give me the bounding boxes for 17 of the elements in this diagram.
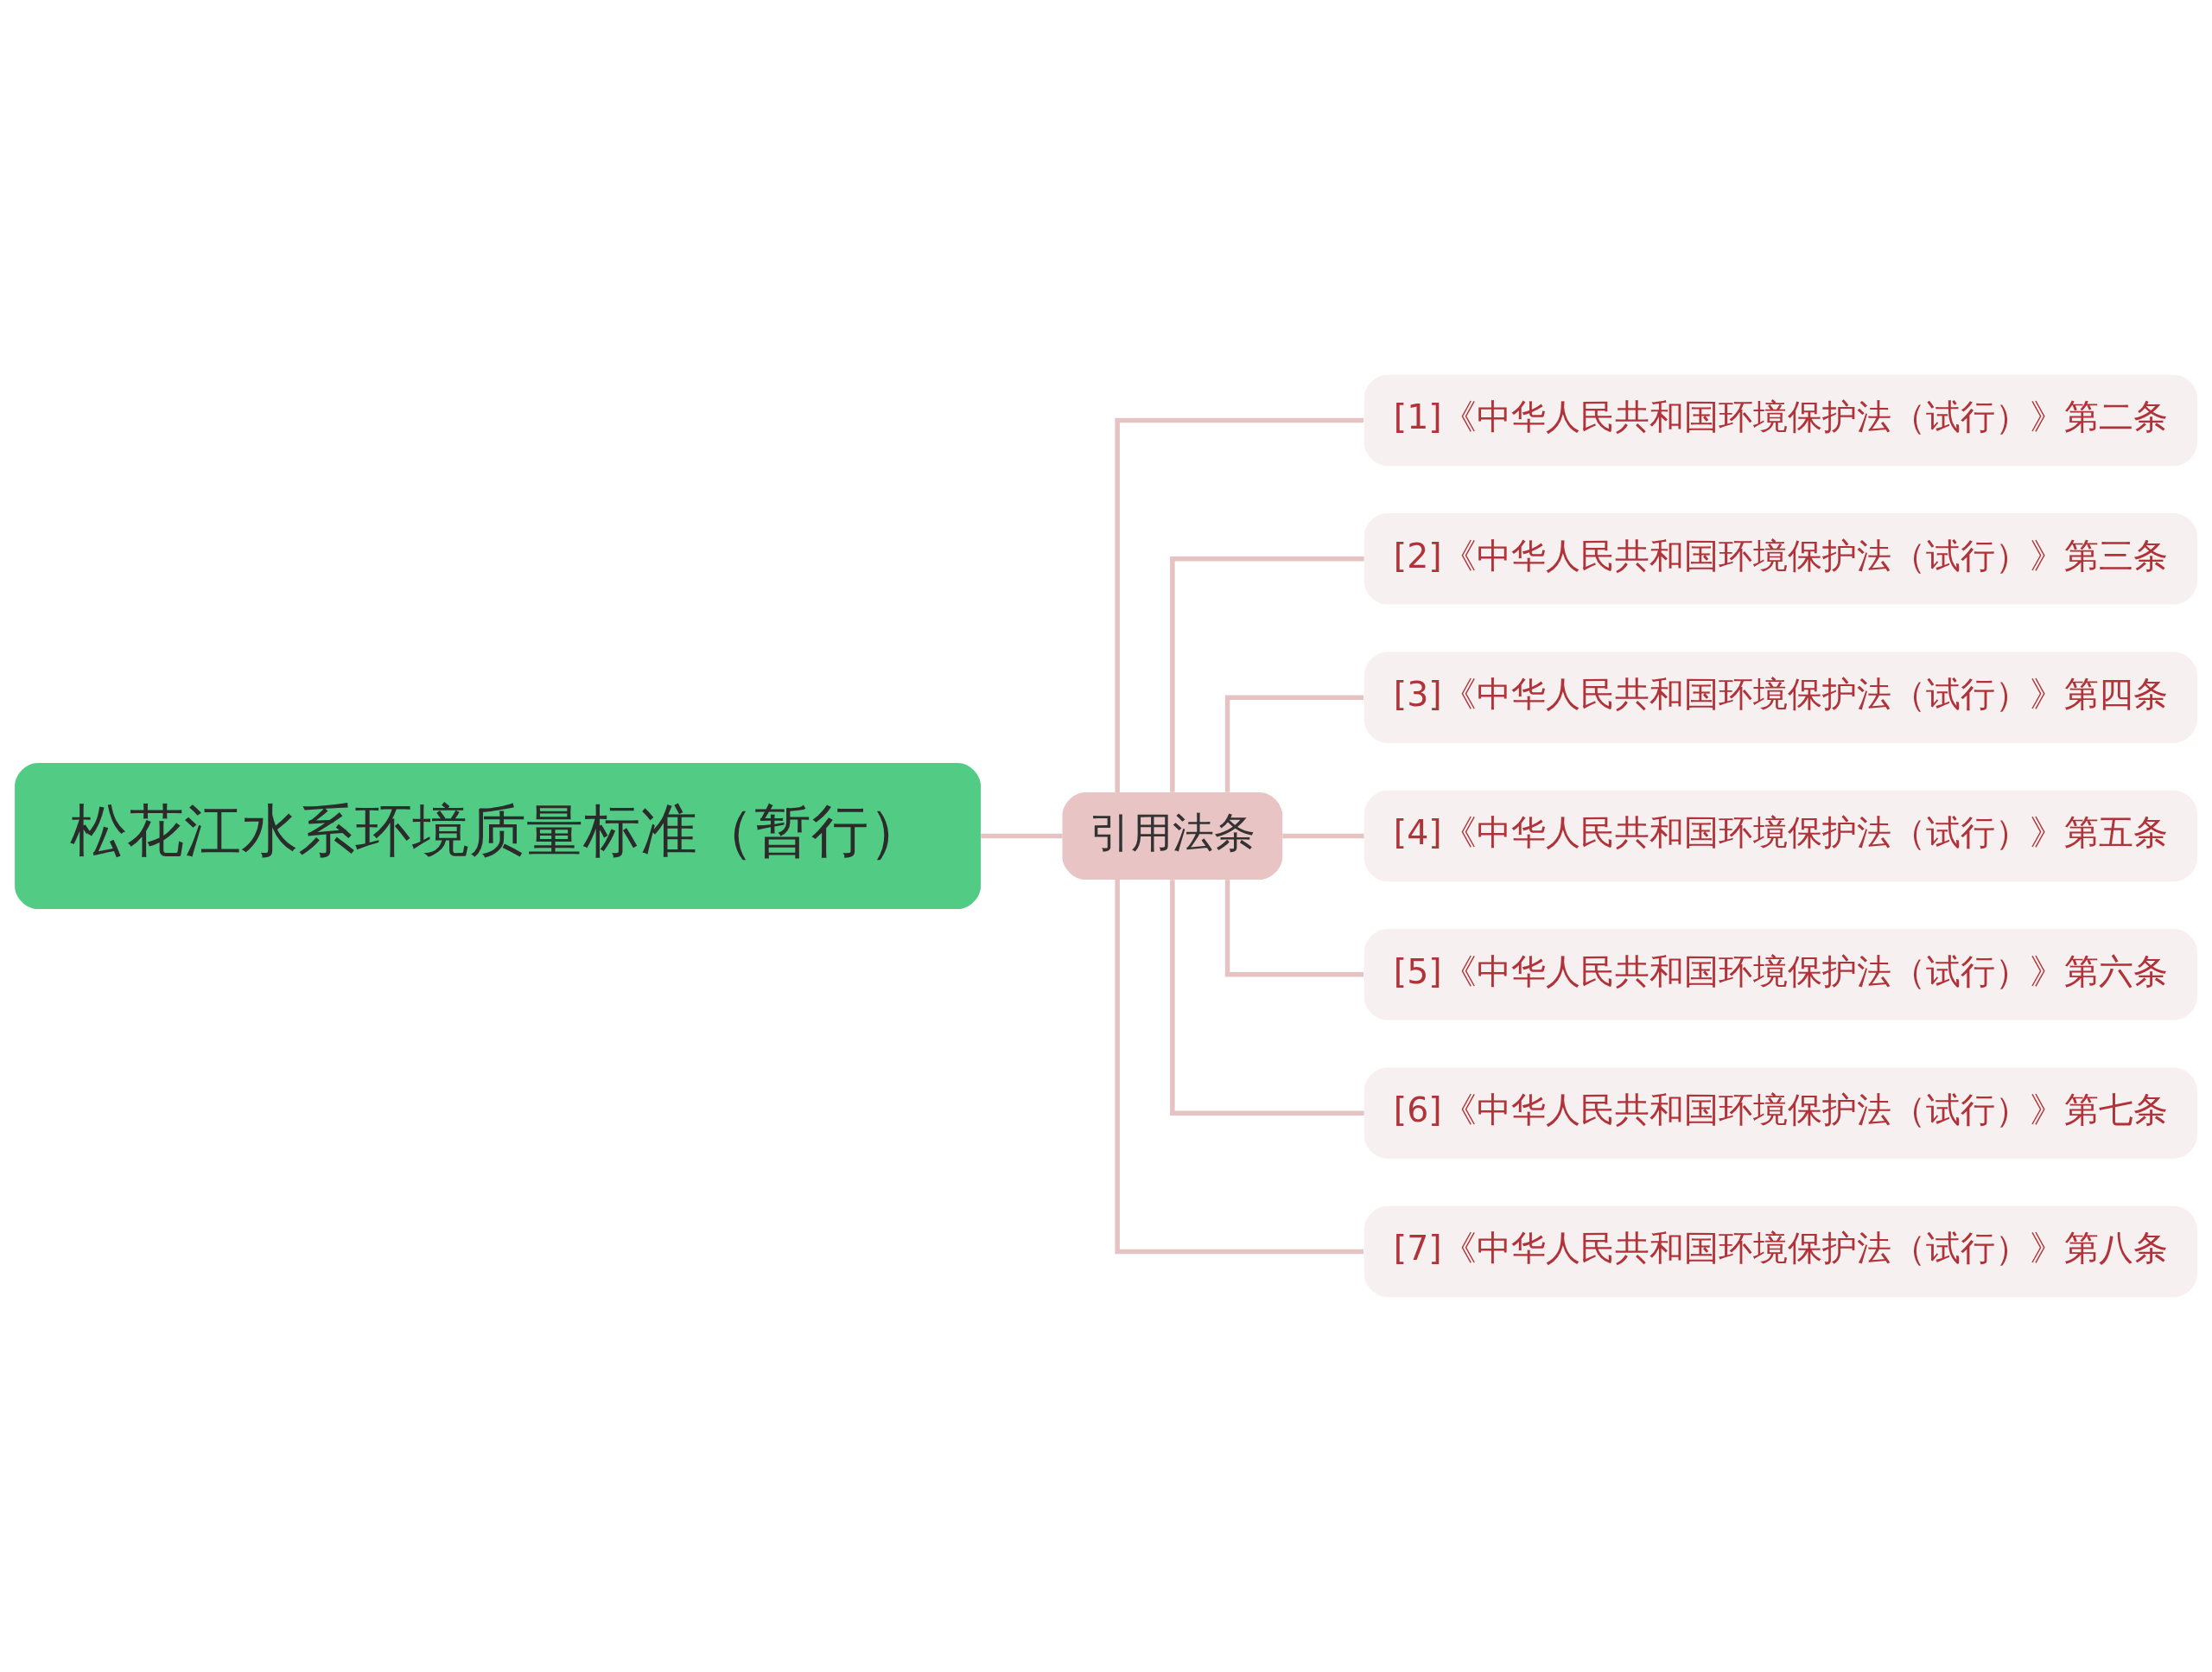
node-box: [6]《中华人民共和国环境保护法（试行）》第七条 <box>1363 1067 2197 1159</box>
node-box: [4]《中华人民共和国环境保护法（试行）》第五条 <box>1363 790 2197 882</box>
connector <box>1224 695 1363 792</box>
node-box: 引用法条 <box>1062 792 1283 880</box>
node-box: [1]《中华人民共和国环境保护法（试行）》第二条 <box>1363 374 2197 467</box>
connector <box>1170 880 1364 1116</box>
connector <box>1115 417 1363 792</box>
connector <box>1170 556 1364 792</box>
connector <box>1224 880 1363 977</box>
connector <box>1115 880 1363 1255</box>
node-box: [5]《中华人民共和国环境保护法（试行）》第六条 <box>1363 929 2197 1020</box>
node-box: 松花江水系环境质量标准（暂行） <box>15 762 982 910</box>
connector <box>1282 833 1364 839</box>
connector <box>981 833 1063 839</box>
node-box: [2]《中华人民共和国环境保护法（试行）》第三条 <box>1363 513 2197 605</box>
node-box: [3]《中华人民共和国环境保护法（试行）》第四条 <box>1363 652 2197 743</box>
node-box: [7]《中华人民共和国环境保护法（试行）》第八条 <box>1363 1205 2197 1298</box>
